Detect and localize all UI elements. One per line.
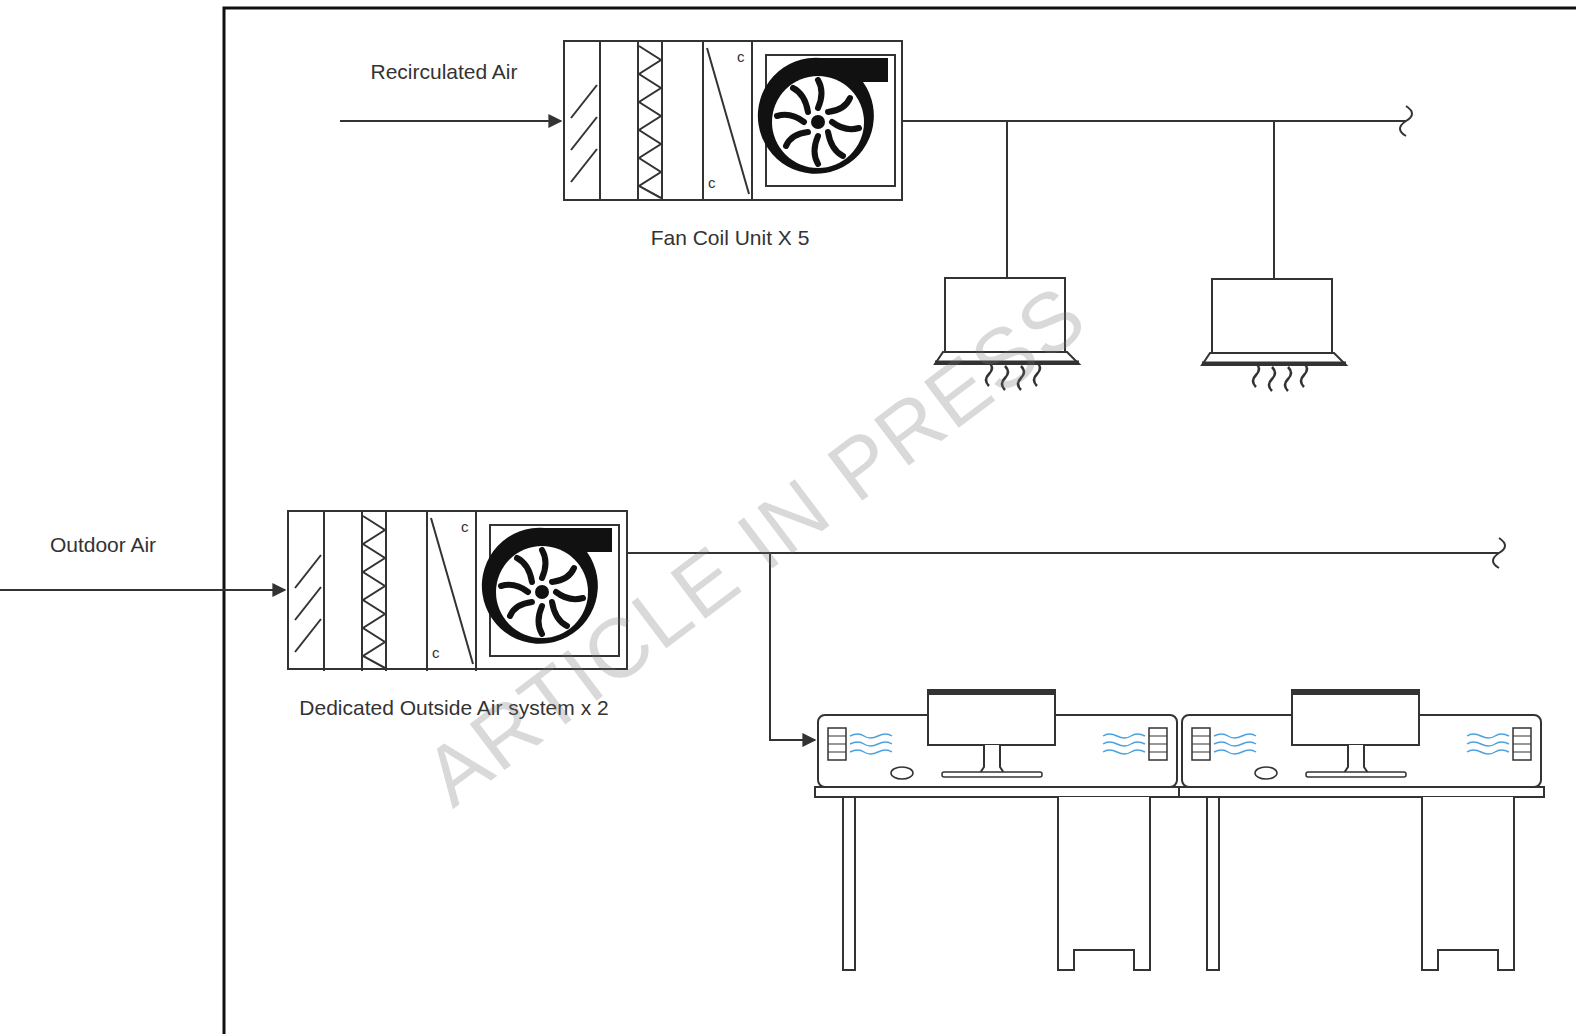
air-handling-unit: ccFan Coil Unit X 5 (563, 40, 903, 201)
unit-caption: Fan Coil Unit X 5 (651, 226, 810, 250)
coil-mark: c (737, 48, 745, 65)
flow-label: Recirculated Air (354, 52, 534, 92)
coil-mark: c (708, 174, 716, 191)
coil-mark: c (432, 644, 440, 661)
flow-label: Outdoor Air (43, 525, 163, 565)
coil-mark: c (461, 518, 469, 535)
